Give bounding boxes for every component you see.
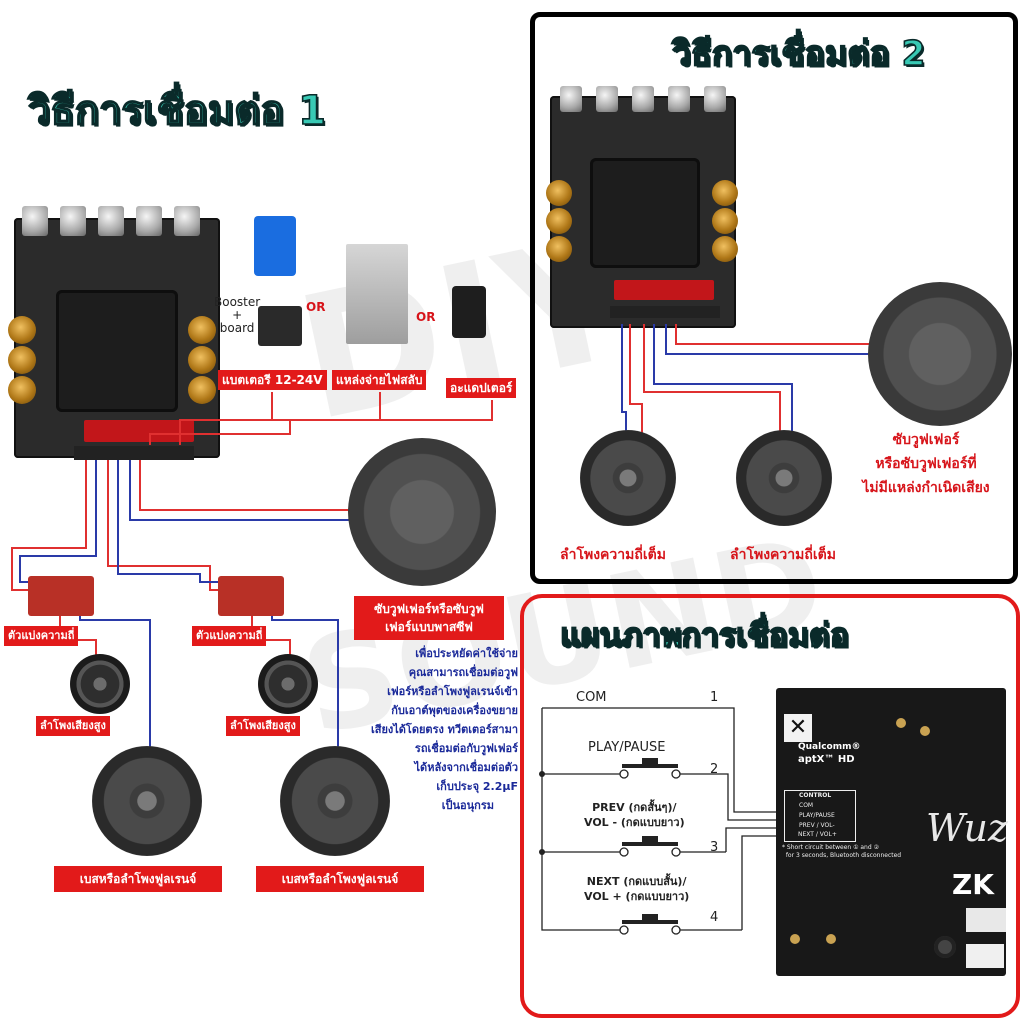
button-wiring	[539, 707, 780, 935]
tweeter-icon-1	[70, 654, 130, 714]
pin-number-1: 1	[710, 690, 719, 705]
tweeter-icon-2	[258, 654, 318, 714]
fullrange-label-2: ลำโพงความถี่เต็ม	[730, 547, 836, 563]
amplifier-board-1	[8, 206, 220, 460]
booster-label: Booster + board	[214, 295, 261, 335]
crossover-board-1	[28, 576, 94, 616]
next-vol-label: NEXT (กดแบบสั้น)/ VOL + (กดแบบยาว)	[584, 875, 690, 903]
section3-panel	[520, 594, 1020, 1018]
control-header-box: CONTROL COM PLAY/PAUSE PREV / VOL-	[784, 790, 856, 842]
section2-panel	[530, 12, 1018, 584]
or-text-2: OR	[416, 310, 436, 324]
fullrange-label-1: ลำโพงความถี่เต็ม	[560, 547, 666, 563]
fullrange-icon-1	[580, 430, 676, 526]
subwoofer-icon-2	[868, 282, 1012, 426]
note-line: เป็นอนุกรม	[441, 799, 494, 812]
bluetooth-board: ✕ Qualcomm® aptX™ HD CONTROL COM PLAY/PA…	[776, 688, 1009, 976]
crossover-label-1: ตัวแบ่งความถี่	[4, 626, 79, 646]
battery-icon	[254, 216, 296, 276]
power-label-adapter: อะแดปเตอร์	[446, 378, 517, 398]
pin-number-4: 4	[710, 910, 719, 925]
amplifier-board-2	[546, 86, 738, 328]
control-row: PREV / VOL-	[799, 822, 835, 829]
prev-vol-label: PREV (กดสั้นๆ)/ VOL - (กดแบบยาว)	[584, 801, 685, 829]
qualcomm-brand: Qualcomm®	[798, 742, 861, 752]
passive-subwoofer-icon	[348, 438, 496, 586]
section3-title: แผนภาพการเชื่อมต่อ	[559, 615, 850, 655]
woofer-icon-1	[92, 746, 202, 856]
wuz-logo: Wuz	[926, 806, 1009, 850]
play-pause-label: PLAY/PAUSE	[588, 740, 666, 755]
note-line: กับเอาต์พุตของเครื่องขยาย	[391, 704, 518, 717]
booster-board-icon	[258, 306, 302, 346]
crossover-label-2: ตัวแบ่งความถี่	[192, 626, 267, 646]
pin-number-3: 3	[710, 840, 719, 855]
note-line: เพื่อประหยัดค่าใช้จ่าย	[415, 647, 518, 660]
crossover-board-2	[218, 576, 284, 616]
fullrange-icon-2	[736, 430, 832, 526]
passive-sub-label: ซับวูฟเฟอร์หรือซับวูฟ เฟอร์แบบพาสซีฟ	[354, 596, 504, 640]
woofer-label-2: เบสหรือลำโพงฟูลเรนจ์	[256, 866, 424, 892]
note-line: เก็บประจุ 2.2μF	[436, 780, 518, 793]
fan-icon	[590, 158, 700, 268]
or-text-1: OR	[306, 300, 326, 314]
note-line: คุณสามารถเชื่อมต่อวูฟ	[408, 666, 518, 679]
pin-number-2: 2	[710, 762, 719, 777]
control-row: COM	[799, 802, 814, 809]
section2-wiring	[621, 324, 870, 442]
control-row: PLAY/PAUSE	[799, 812, 835, 819]
control-row: NEXT / VOL+	[798, 831, 837, 838]
section2-title: วิธีการเชื่อมต่อ 2	[671, 33, 926, 75]
power-supply-icon	[346, 244, 408, 344]
model-label: ZK	[952, 868, 994, 901]
fan-icon	[56, 290, 178, 412]
power-label-battery: แบตเตอรี 12-24V	[218, 370, 327, 390]
woofer-icon-2	[280, 746, 390, 856]
tweeter-label-1: ลำโพงเสียงสูง	[36, 716, 110, 736]
active-sub-label: ซับวูฟเฟอร์ หรือซับวูฟเฟอร์ที่ ไม่มีแหล่…	[862, 432, 990, 496]
section1-title: วิธีการเชื่อมต่อ 1	[27, 87, 327, 135]
aptx-codec: aptX™ HD	[798, 754, 855, 765]
control-header: CONTROL	[799, 792, 832, 799]
note-line: รถเชื่อมต่อกับวูฟเฟอร์	[414, 742, 518, 755]
adapter-icon	[452, 286, 486, 338]
board-note: * Short circuit between ① and ② for 3 se…	[782, 844, 902, 859]
note-line: เสียงได้โดยตรง ทวีตเตอร์สามา	[370, 723, 518, 736]
power-label-psu: แหล่งจ่ายไฟสลับ	[332, 370, 427, 390]
note-line: เฟอร์หรือลำโพงฟูลเรนจ์เข้า	[387, 685, 518, 698]
com-label: COM	[576, 690, 607, 705]
woofer-label-1: เบสหรือลำโพงฟูลเรนจ์	[54, 866, 222, 892]
tweeter-label-2: ลำโพงเสียงสูง	[226, 716, 300, 736]
x-logo-icon: ✕	[784, 714, 812, 742]
connection-note: เพื่อประหยัดค่าใช้จ่าย คุณสามารถเชื่อมต่…	[310, 644, 518, 815]
note-line: ได้หลังจากเชื่อมต่อตัว	[414, 761, 518, 774]
